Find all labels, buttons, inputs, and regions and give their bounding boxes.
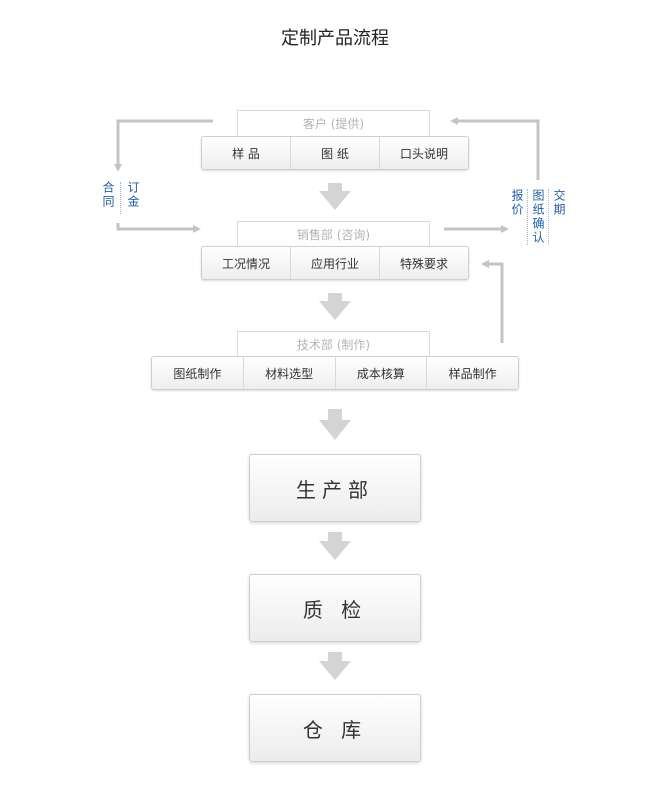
- arrow-deposit-to-sales: [116, 223, 201, 233]
- tech-item-drawing: 图纸制作: [152, 357, 244, 389]
- arrow-tech-to-sales: [481, 260, 504, 343]
- arrow-customer-to-contract: [114, 119, 213, 172]
- tech-item-material: 材料选型: [244, 357, 336, 389]
- tech-item-cost: 成本核算: [336, 357, 428, 389]
- down-arrow-4: [319, 532, 351, 560]
- sales-item-industry: 应用行业: [291, 247, 380, 279]
- down-arrow-3: [319, 409, 351, 440]
- label-quote: 报价: [510, 189, 524, 217]
- customer-item-drawing: 图 纸: [291, 137, 380, 169]
- production-box: 生产部: [249, 454, 421, 522]
- label-deposit: 订金: [126, 181, 140, 209]
- sales-item-special: 特殊要求: [399, 256, 448, 271]
- sales-group: 工况情况 应用行业 特殊要求: [201, 246, 469, 280]
- down-arrow-1: [319, 183, 351, 210]
- separator-right-2: [548, 189, 549, 245]
- customer-header: 客户 (提供): [237, 110, 430, 136]
- customer-item-sample: 样 品: [202, 137, 291, 169]
- sales-header: 销售部 (咨询): [237, 221, 430, 247]
- separator-right-1: [527, 189, 528, 245]
- label-contract: 合同: [101, 181, 115, 209]
- arrow-confirm-to-customer: [450, 117, 540, 180]
- sales-item-conditions: 工况情况: [202, 247, 291, 279]
- label-delivery-date: 交期: [552, 189, 566, 217]
- warehouse-box: 仓 库: [249, 694, 421, 762]
- customer-item-verbal: 口头说明: [399, 146, 448, 161]
- separator-left: [120, 182, 121, 214]
- label-drawing-confirm: 图纸确认: [531, 189, 545, 245]
- page-title: 定制产品流程: [281, 28, 389, 49]
- tech-header: 技术部 (制作): [237, 331, 430, 357]
- qc-box: 质 检: [249, 574, 421, 642]
- tech-item-sample: 样品制作: [448, 366, 497, 381]
- down-arrow-2: [319, 293, 351, 320]
- tech-group: 图纸制作 材料选型 成本核算 样品制作: [151, 356, 519, 390]
- customer-group: 样 品 图 纸 口头说明: [201, 136, 469, 170]
- down-arrow-5: [319, 652, 351, 680]
